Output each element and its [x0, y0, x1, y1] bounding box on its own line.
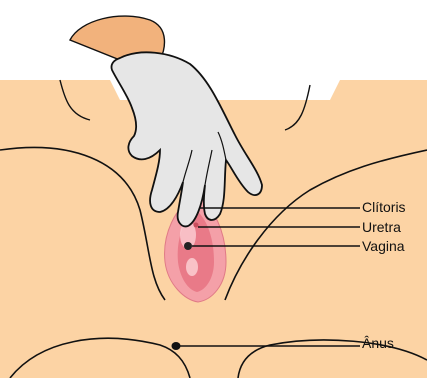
label-clitoris: Clítoris: [362, 199, 406, 215]
label-uretra: Uretra: [362, 219, 401, 235]
vaginal-lower-shape: [186, 258, 198, 276]
urethra-point: [194, 223, 199, 228]
label-anus: Ânus: [362, 335, 394, 351]
vagina-opening: [184, 242, 192, 250]
anus-point: [172, 342, 181, 350]
label-vagina: Vagina: [362, 238, 405, 254]
